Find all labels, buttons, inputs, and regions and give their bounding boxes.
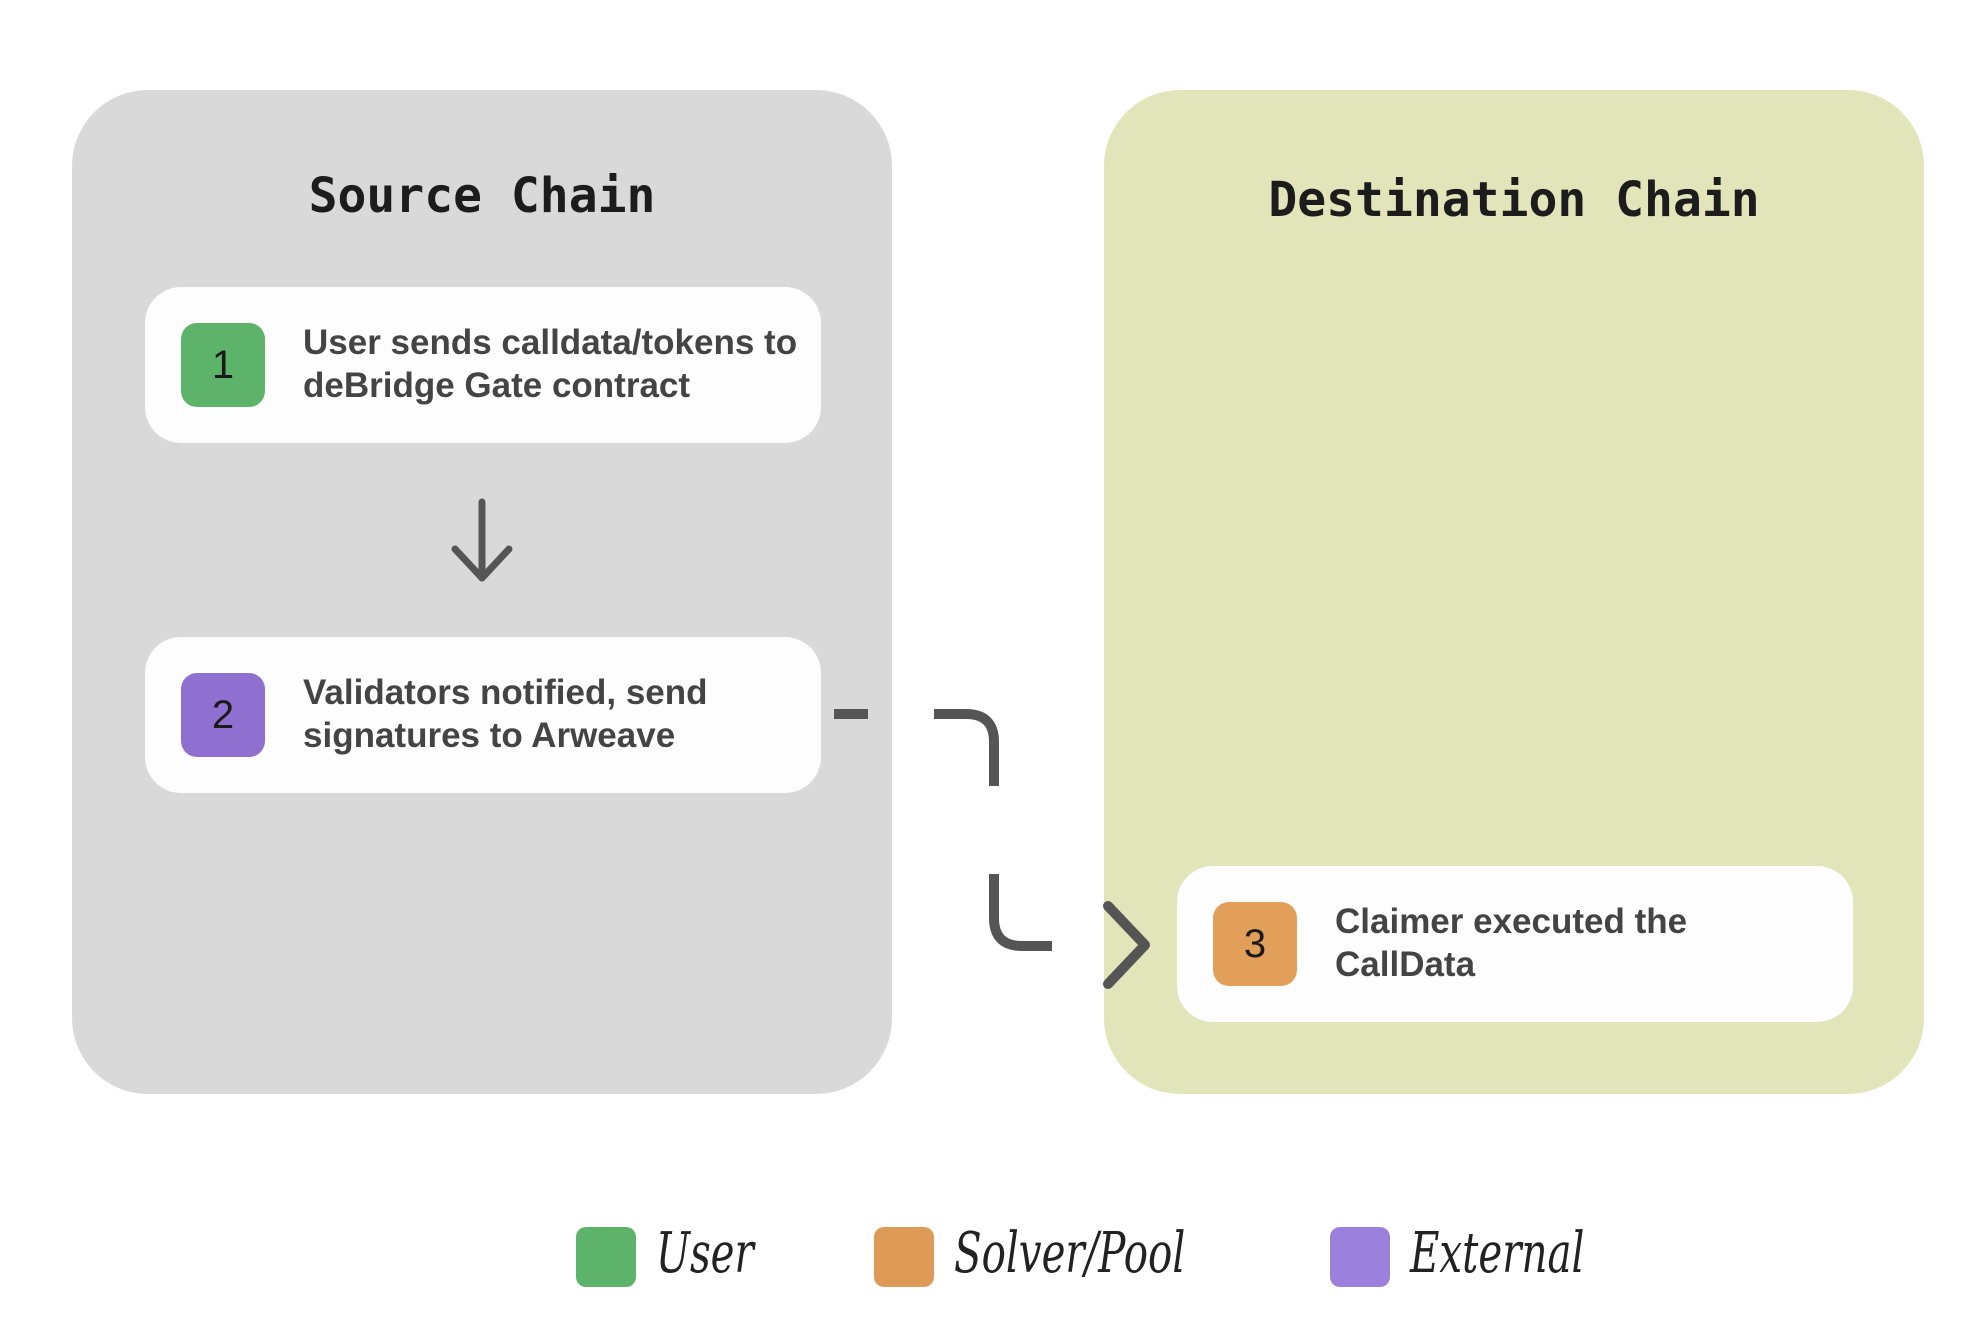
legend-solver-pool-label: Solver/Pool (954, 1221, 1186, 1286)
step-2-badge: 2 (181, 673, 265, 757)
step-3-text: Claimer executed the CallData (1335, 902, 1688, 984)
legend-user-swatch (576, 1227, 636, 1287)
legend-user-label: User (656, 1221, 754, 1286)
step-3-badge: 3 (1213, 902, 1297, 986)
legend-external-label: External (1410, 1221, 1585, 1286)
step-2-text: Validators notified, send signatures to … (303, 673, 708, 755)
dashed-elbow-arrow-icon (834, 709, 1150, 989)
destination-chain-panel: Destination Chain 3 Claimer executed the… (1104, 90, 1924, 1094)
step-1-card: 1 User sends calldata/tokens to deBridge… (145, 287, 821, 443)
source-chain-panel: Source Chain 1 User sends calldata/token… (72, 90, 892, 1094)
step-1-badge: 1 (181, 323, 265, 407)
legend-external-swatch (1330, 1227, 1390, 1287)
step-3-card: 3 Claimer executed the CallData (1177, 866, 1853, 1022)
step-2-card: 2 Validators notified, send signatures t… (145, 637, 821, 793)
arrow-down-icon (451, 498, 513, 582)
legend-solver-pool-swatch (874, 1227, 934, 1287)
destination-chain-title: Destination Chain (1268, 172, 1760, 228)
step-1-text: User sends calldata/tokens to deBridge G… (303, 323, 798, 405)
source-chain-title: Source Chain (308, 168, 656, 224)
